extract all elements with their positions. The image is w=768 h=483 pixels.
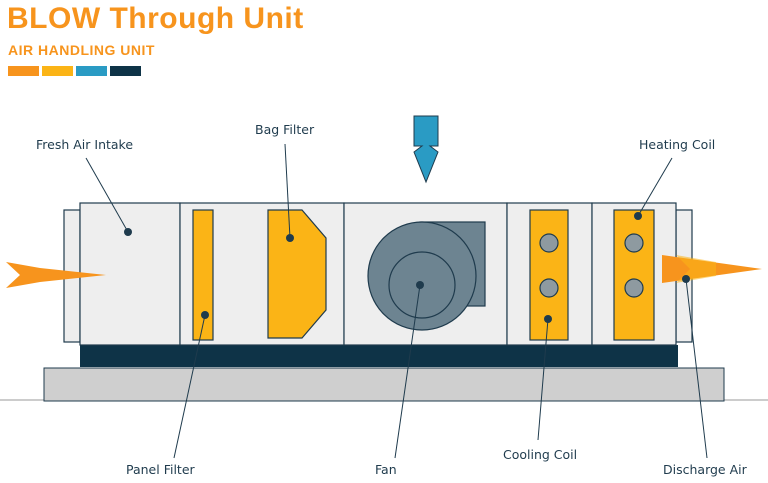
diagram-subtitle: AIR HANDLING UNIT [8, 42, 155, 58]
heating-coil-tube [624, 278, 644, 298]
leader-cooling-coil [537, 315, 552, 441]
section-intake [79, 202, 181, 346]
color-swatch-bar [8, 66, 141, 76]
label-panel-filter: Panel Filter [126, 462, 196, 477]
leader-fan [394, 281, 424, 459]
cooling-coil-tube [539, 233, 559, 253]
leader-fresh-air-intake [85, 157, 132, 236]
leader-heating-coil [634, 157, 673, 220]
bag-filter-shape [267, 209, 327, 339]
label-heating-coil: Heating Coil [639, 137, 715, 152]
leader-bag-filter [284, 143, 294, 242]
concrete-base [43, 367, 725, 402]
diagram-title: BLOW Through Unit [7, 2, 304, 35]
swatch-orange [8, 66, 39, 76]
panel-filter-shape [192, 209, 214, 341]
swatch-yellow [42, 66, 73, 76]
label-fan: Fan [375, 462, 397, 477]
heating-coil-shape [613, 209, 655, 341]
label-bag-filter: Bag Filter [255, 122, 315, 137]
intake-arrow-icon [6, 262, 106, 288]
swatch-navy [110, 66, 141, 76]
label-discharge-air: Discharge Air [663, 462, 748, 477]
leader-panel-filter [173, 311, 209, 459]
label-fresh-air-intake: Fresh Air Intake [36, 137, 133, 152]
label-cooling-coil: Cooling Coil [503, 447, 577, 462]
unit-plinth [80, 345, 678, 367]
down-arrow-icon [413, 115, 439, 184]
swatch-blue [76, 66, 107, 76]
leader-discharge-air [682, 275, 708, 459]
heating-coil-tube [624, 233, 644, 253]
cooling-coil-tube [539, 278, 559, 298]
